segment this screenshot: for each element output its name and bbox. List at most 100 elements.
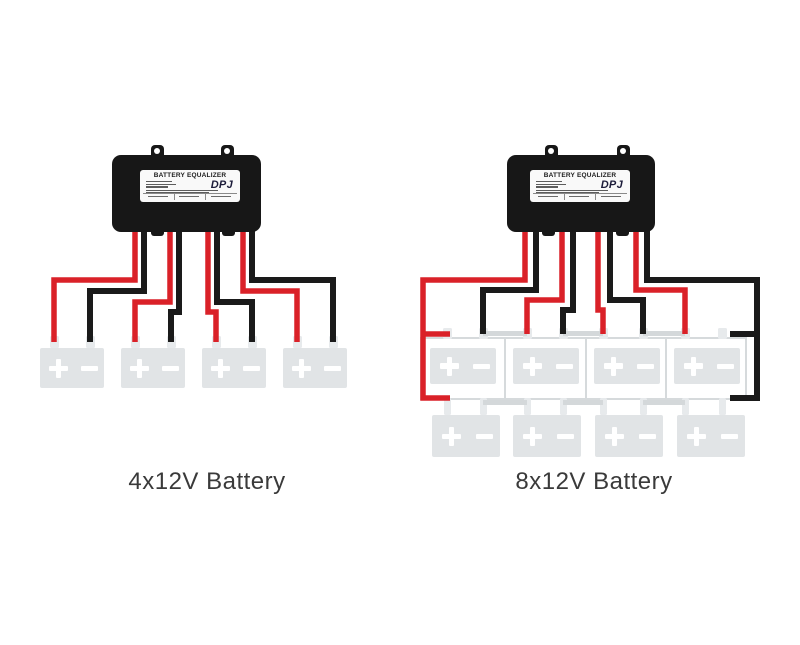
series-link-top-3 <box>643 331 685 336</box>
label-strip-cell <box>563 194 596 200</box>
terminal-left-b2-minus <box>166 336 176 348</box>
series-link-mid-2 <box>563 400 603 405</box>
plus-symbol <box>292 359 311 378</box>
plus-symbol <box>442 427 461 446</box>
plus-symbol <box>604 356 623 376</box>
screw-hole-icon <box>154 148 160 154</box>
terminal-left-b2-plus <box>130 336 140 348</box>
terminal-left-b3-plus <box>211 336 221 348</box>
label-strip-cell <box>533 194 564 200</box>
minus-symbol <box>639 433 656 439</box>
battery-left-3 <box>202 348 266 388</box>
battery-right-top-1 <box>430 348 496 384</box>
device-label-title: BATTERY EQUALIZER <box>543 172 617 179</box>
wire-left-black-3 <box>214 225 255 342</box>
plus-symbol <box>684 356 703 376</box>
terminal-left-b1-minus <box>85 336 95 348</box>
junction-right-4-plus <box>681 398 689 415</box>
label-bottom-strip <box>143 193 237 200</box>
minus-symbol <box>637 363 654 369</box>
fine-print-line <box>536 190 608 192</box>
fine-print-line <box>536 181 562 183</box>
minus-symbol <box>556 363 573 369</box>
wire-left-red-2 <box>132 225 173 342</box>
equalizer-device-left: BATTERY EQUALIZER DPJ <box>112 155 261 232</box>
junction-right-2-plus <box>523 398 531 415</box>
plus-symbol <box>130 359 149 378</box>
junction-right-3-minus <box>639 398 647 415</box>
brand-logo: DPJ <box>210 179 233 191</box>
junction-right-1-minus <box>479 398 487 415</box>
battery-right-top-3 <box>594 348 660 384</box>
plus-symbol <box>523 356 542 376</box>
wire-right-black-3 <box>607 225 646 334</box>
wire-left-red-3 <box>205 225 219 342</box>
device-label-title: BATTERY EQUALIZER <box>153 172 227 179</box>
battery-right-bottom-1 <box>432 415 500 457</box>
cable-gland-icon <box>221 230 235 236</box>
terminal-right-t4-minus <box>717 328 727 339</box>
fine-print-line <box>146 181 172 183</box>
fine-print-line <box>146 183 176 185</box>
plus-symbol <box>49 359 68 378</box>
minus-symbol <box>81 365 98 371</box>
cable-gland-icon <box>150 230 164 236</box>
plus-symbol <box>211 359 230 378</box>
device-label: BATTERY EQUALIZER DPJ <box>140 170 240 202</box>
minus-symbol <box>717 363 734 369</box>
label-strip-cell <box>173 194 206 200</box>
wire-left-black-2 <box>168 225 182 342</box>
series-link-top-1 <box>483 331 527 336</box>
wire-right-red-4 <box>633 225 688 334</box>
cable-gland-icon <box>541 230 555 236</box>
label-strip-cell <box>143 194 174 200</box>
equalizer-device-right: BATTERY EQUALIZER DPJ <box>507 155 655 232</box>
battery-right-top-2 <box>513 348 579 384</box>
junction-right-4-minus <box>718 398 726 415</box>
fine-print-line <box>146 190 218 192</box>
terminal-right-t1-plus <box>442 328 452 339</box>
minus-symbol <box>162 365 179 371</box>
label-strip-cell <box>595 194 627 200</box>
terminal-left-b4-minus <box>328 336 338 348</box>
screw-hole-icon <box>224 148 230 154</box>
caption-4x12v: 4x12V Battery <box>128 468 286 495</box>
minus-symbol <box>557 433 574 439</box>
battery-left-1 <box>40 348 104 388</box>
junction-right-3-plus <box>599 398 607 415</box>
battery-left-4 <box>283 348 347 388</box>
minus-symbol <box>476 433 493 439</box>
series-link-top-2 <box>563 331 603 336</box>
wire-right-black-2 <box>560 225 576 334</box>
battery-right-top-4 <box>674 348 740 384</box>
wire-left-black-4 <box>249 225 336 342</box>
plus-symbol <box>440 356 459 376</box>
label-bottom-strip <box>533 193 627 200</box>
minus-symbol <box>324 365 341 371</box>
battery-right-bottom-3 <box>595 415 663 457</box>
series-link-mid-3 <box>643 400 685 405</box>
wire-right-black-1 <box>480 225 539 334</box>
wire-right-red-3 <box>595 225 606 334</box>
junction-right-1-plus <box>443 398 451 415</box>
minus-symbol <box>721 433 738 439</box>
minus-symbol <box>473 363 490 369</box>
plus-symbol <box>523 427 542 446</box>
fine-print-line <box>536 183 566 185</box>
series-link-mid-1 <box>483 400 527 405</box>
wire-left-black-1 <box>87 225 147 342</box>
label-strip-cell <box>205 194 237 200</box>
wire-left-red-4 <box>240 225 300 342</box>
cable-gland-icon <box>615 230 629 236</box>
plus-symbol <box>687 427 706 446</box>
brand-logo: DPJ <box>600 179 623 191</box>
terminal-left-b1-plus <box>49 336 59 348</box>
junction-right-2-minus <box>559 398 567 415</box>
wire-left-red-1 <box>51 225 138 342</box>
screw-hole-icon <box>620 148 626 154</box>
battery-right-bottom-2 <box>513 415 581 457</box>
plus-symbol <box>605 427 624 446</box>
device-label: BATTERY EQUALIZER DPJ <box>530 170 630 202</box>
